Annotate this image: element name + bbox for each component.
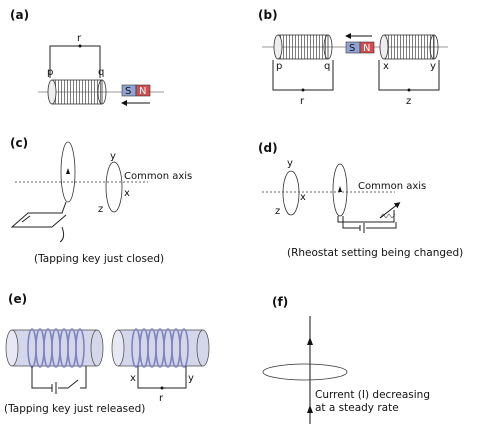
panel-d-battery	[359, 223, 365, 233]
panel-b-magnet-s: S	[349, 43, 355, 54]
panel-a-label-r: r	[77, 33, 82, 44]
panel-e-circuit-left	[31, 366, 87, 389]
panel-e-label-y: y	[188, 373, 194, 384]
panel-label-e: (e)	[8, 292, 27, 306]
panel-b-label-x: x	[383, 61, 389, 72]
panel-c-axis-label: Common axis	[124, 171, 192, 182]
panel-c-label-x: x	[124, 188, 130, 199]
panel-e-battery	[51, 382, 57, 394]
panel-label-a: (a)	[10, 8, 29, 22]
panel-d-loop-2	[332, 163, 348, 217]
panel-e-label-x: x	[130, 373, 136, 384]
panel-f-caption-line2: at a steady rate	[315, 402, 399, 414]
panel-a-bar-magnet: S N	[121, 84, 151, 97]
panel-e-caption: (Tapping key just released)	[4, 403, 145, 415]
panel-d-circuit-wire	[337, 210, 395, 223]
panel-d-label-z: z	[275, 206, 280, 217]
panel-b: (b) S N p q x y r z	[258, 8, 448, 107]
panel-d-axis-label: Common axis	[358, 181, 426, 192]
panel-c-tapping-key	[59, 226, 65, 243]
panel-b-label-z: z	[406, 96, 411, 107]
panel-a-magnet-s: S	[125, 86, 131, 97]
panel-e-circuit-right	[137, 366, 187, 389]
panel-e-point-r	[160, 386, 164, 390]
panel-a: (a) r p q S N	[10, 8, 164, 106]
panel-c-label-z: z	[98, 204, 103, 215]
panel-label-c: (c)	[10, 136, 28, 150]
panel-d-battery-wire	[342, 216, 397, 229]
panel-c-caption: (Tapping key just closed)	[34, 253, 164, 265]
panel-b-label-y: y	[430, 61, 436, 72]
panel-b-point-r	[301, 88, 305, 92]
panel-a-label-q: q	[98, 67, 104, 78]
panel-e-solenoid-left	[5, 328, 104, 368]
panel-b-bar-magnet: S N	[345, 41, 375, 54]
panel-d-loop-1	[282, 170, 300, 216]
panel-b-point-z	[407, 88, 411, 92]
panel-a-solenoid	[47, 79, 107, 105]
panel-d-current-arrow	[338, 186, 342, 192]
panel-b-solenoid-right	[379, 34, 439, 60]
panel-c-loop-1	[60, 141, 76, 203]
panel-f-current-arrow-bottom	[307, 405, 313, 413]
panel-a-magnet-n: N	[139, 86, 146, 97]
panel-c-current-arrow	[66, 168, 70, 174]
panel-b-magnet-n: N	[363, 43, 370, 54]
panel-c-label-y: y	[110, 151, 116, 162]
panel-c: (c) Common axis y x z (Tapping key just …	[10, 136, 192, 265]
panel-f-loop	[262, 363, 348, 381]
panel-b-label-q: q	[324, 61, 330, 72]
panel-c-battery	[21, 215, 31, 223]
panel-d-label-x: x	[300, 192, 306, 203]
panel-a-label-p: p	[47, 67, 53, 78]
panel-a-point-r	[78, 44, 82, 48]
panel-label-b: (b)	[258, 8, 278, 22]
panel-c-loop-2	[105, 161, 123, 213]
panel-e-tapping-key	[67, 379, 79, 389]
panel-d: (d) Common axis y x z (Rheostat setting …	[258, 141, 463, 259]
panel-e-label-r: r	[159, 393, 164, 404]
panel-b-solenoid-left	[273, 34, 333, 60]
panel-e-solenoid-right	[111, 328, 210, 368]
panel-d-label-y: y	[287, 158, 293, 169]
panel-label-f: (f)	[272, 295, 288, 309]
panel-b-label-r: r	[300, 96, 305, 107]
panel-f-caption-line1: Current (I) decreasing	[315, 389, 430, 401]
panel-a-circuit-wire	[49, 45, 101, 78]
panel-e: (e) x	[4, 292, 210, 415]
panel-b-label-p: p	[276, 61, 282, 72]
panel-c-circuit-wire	[10, 201, 67, 228]
panel-d-rheostat-arrow	[379, 202, 401, 219]
panel-f: (f) Current (I) decreasing at a steady r…	[262, 295, 430, 424]
panel-d-rheostat	[379, 213, 396, 219]
panel-d-caption: (Rheostat setting being changed)	[287, 247, 463, 259]
panel-f-current-arrow-top	[307, 337, 313, 345]
panel-label-d: (d)	[258, 141, 278, 155]
